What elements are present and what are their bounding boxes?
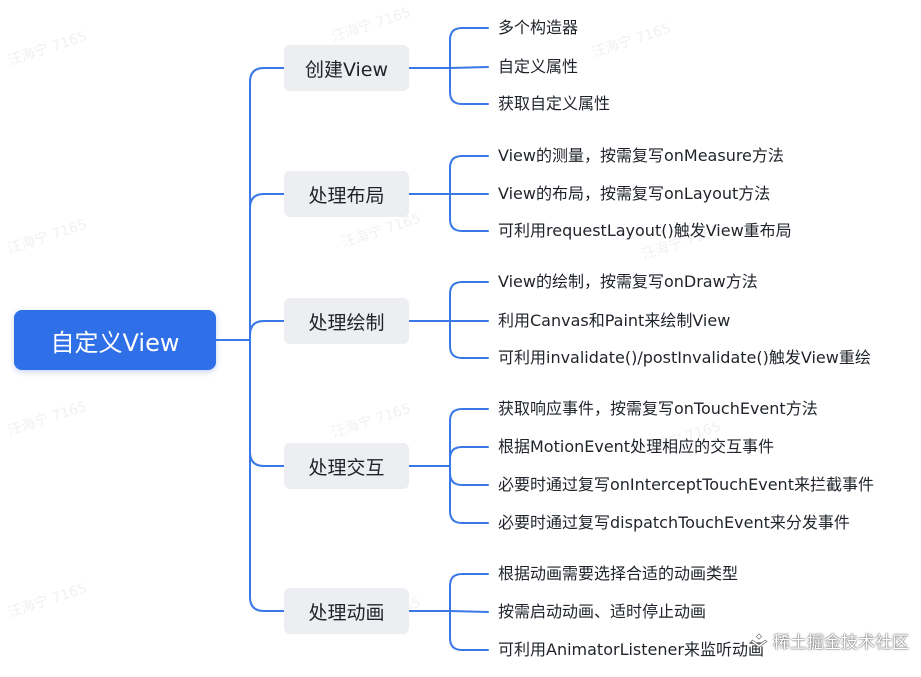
leaf-item: View的测量，按需复写onMeasure方法 xyxy=(498,146,784,165)
branch-label: 处理绘制 xyxy=(308,311,385,334)
branch-connector xyxy=(249,320,285,341)
leaf-item: 获取响应事件，按需复写onTouchEvent方法 xyxy=(498,399,818,418)
leaf-item: 自定义属性 xyxy=(498,57,579,76)
leaf-item: 可利用AnimatorListener来监听动画 xyxy=(498,640,764,659)
branch-connector xyxy=(249,67,285,341)
leaf-item: View的布局，按需复写onLayout方法 xyxy=(498,184,771,203)
branch-node-layout[interactable]: 处理布局 xyxy=(284,171,409,217)
leaf-item: 多个构造器 xyxy=(498,18,579,37)
brand-text: 稀土掘金技术社区 xyxy=(773,633,909,653)
leaf-connector xyxy=(449,465,489,486)
branch-connector xyxy=(249,339,285,467)
branch-node-interaction[interactable]: 处理交互 xyxy=(284,443,409,489)
root-node[interactable]: 自定义View xyxy=(14,310,216,370)
leaf-connector xyxy=(449,320,489,359)
branch-label: 处理布局 xyxy=(308,184,385,207)
leaf-item: 获取自定义属性 xyxy=(498,94,611,113)
leaf-connector xyxy=(449,193,489,232)
leaf-item: 按需启动动画、适时停止动画 xyxy=(498,602,707,621)
branch-node-create-view[interactable]: 创建View xyxy=(284,45,409,91)
branch-connector xyxy=(249,193,285,341)
leaf-connector xyxy=(449,610,489,651)
leaf-item: 根据动画需要选择合适的动画类型 xyxy=(498,564,739,583)
leaf-connector xyxy=(449,610,489,613)
leaf-connector xyxy=(449,408,489,467)
leaf-item: 利用Canvas和Paint来绘制View xyxy=(498,311,731,330)
leaf-item: View的绘制，按需复写onDraw方法 xyxy=(498,272,758,291)
leaf-item: 可利用invalidate()/postInvalidate()触发View重绘 xyxy=(498,348,871,367)
leaf-item: 可利用requestLayout()触发View重布局 xyxy=(498,221,792,240)
leaf-item: 根据MotionEvent处理相应的交互事件 xyxy=(498,437,775,456)
root-label: 自定义View xyxy=(50,328,180,357)
leaf-item: 必要时通过复写dispatchTouchEvent来分发事件 xyxy=(498,513,850,532)
branch-label: 创建View xyxy=(304,58,389,81)
branch-node-draw[interactable]: 处理绘制 xyxy=(284,298,409,344)
leaf-connector xyxy=(449,67,489,105)
branch-connector xyxy=(249,339,285,612)
leaf-connector xyxy=(449,446,489,467)
juejin-logo-icon xyxy=(750,632,768,648)
leaf-connector xyxy=(449,66,489,69)
leaf-connector xyxy=(449,573,489,612)
branch-label: 处理交互 xyxy=(308,456,385,479)
brand-watermark: 稀土掘金技术社区 xyxy=(750,628,909,653)
leaf-connector xyxy=(449,281,489,322)
leaf-connector xyxy=(449,27,489,69)
branch-label: 处理动画 xyxy=(308,601,385,624)
branch-node-animation[interactable]: 处理动画 xyxy=(284,588,409,634)
leaf-connector xyxy=(449,465,489,524)
leaf-item: 必要时通过复写onInterceptTouchEvent来拦截事件 xyxy=(498,475,874,494)
leaf-connector xyxy=(449,155,489,195)
